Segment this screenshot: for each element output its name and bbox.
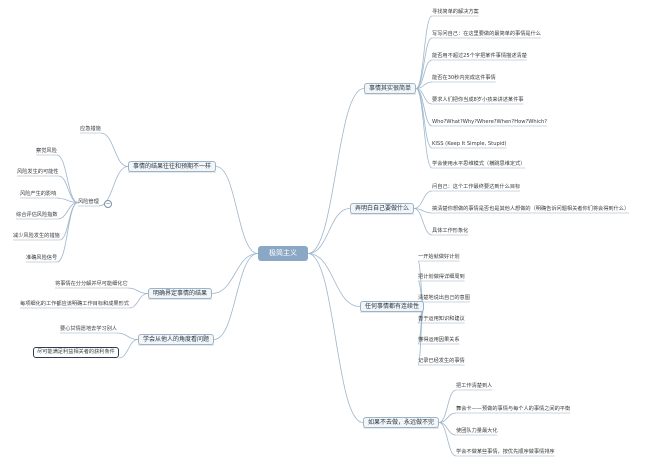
leaf-node[interactable]: 搞清楚你想做的事情是否也是其他人想做的（明确告诉问题相关者你们将会得到什么）: [432, 206, 630, 212]
branch-node-perspective[interactable]: 学会从他人的角度看问题: [138, 334, 215, 345]
leaf-node[interactable]: 懂得运用因果关系: [418, 337, 460, 343]
connector-sub-leaf: [56, 202, 79, 263]
connector-root-right: [307, 208, 351, 254]
connector-sub-leaf: [59, 202, 79, 241]
leaf-node[interactable]: 综合评估风险指数: [16, 212, 58, 218]
root-node[interactable]: 极简主义: [258, 246, 308, 261]
connector-hub-leaf: [127, 287, 149, 294]
leaf-node[interactable]: 善于运用知识和建议: [418, 316, 465, 322]
leaf-node[interactable]: Who?What?Why?Where?When?How?Which?: [432, 119, 548, 125]
connector-hub-leaf: [415, 59, 433, 89]
connector-sub-leaf: [56, 197, 79, 203]
connector-hub-leaf: [415, 15, 433, 89]
branch-node-continuity[interactable]: 任何事情都有连续性: [360, 301, 425, 312]
leaf-node[interactable]: 写写问自己：在这里要做的最简单的事情是什么: [432, 31, 541, 37]
connector-root-left: [215, 166, 259, 254]
leaf-node[interactable]: 寻找简单的解决方案: [432, 9, 479, 15]
connector-hub-leaf: [415, 88, 433, 149]
leaf-node[interactable]: 察觉风险: [36, 148, 57, 154]
leaf-node[interactable]: 每项细化的工作都应该明确工作目标和成果形式: [20, 301, 129, 307]
leaf-node[interactable]: 准确风险信号: [26, 255, 58, 261]
connector-hub-leaf: [413, 208, 433, 236]
leaf-node[interactable]: 风险发生的可能性: [17, 169, 59, 175]
connector-hub-leaf: [438, 422, 457, 457]
leaf-node[interactable]: 能否用不超过25个字把某件事情描述清楚: [432, 53, 527, 59]
leaf-node[interactable]: 学会不做某些事情，按优先顺序做事情排序: [456, 449, 555, 455]
leaf-node[interactable]: 问自己：这个工作最终要达到什么目标: [432, 184, 521, 190]
connector-hub-leaf: [118, 339, 139, 359]
connector-hub-leaf: [438, 422, 457, 436]
connector-sub-leaf: [56, 154, 79, 203]
leaf-node[interactable]: 应急措施: [80, 126, 101, 132]
connector-root-left: [212, 253, 259, 294]
collapse-toggle-icon[interactable]: −: [104, 200, 112, 208]
leaf-node[interactable]: 学会使用水平思维模式（横跳思维定式）: [432, 161, 526, 167]
leaf-node[interactable]: 把工作清楚到人: [456, 383, 493, 389]
connector-hub-leaf: [415, 81, 433, 89]
connector-hub-leaf: [128, 293, 149, 309]
leaf-node[interactable]: 使团队力量最大化: [456, 428, 498, 434]
leaf-node[interactable]: 清楚地说出自己的意图: [418, 295, 470, 301]
connector-hub-leaf: [415, 88, 433, 169]
branch-node-simple[interactable]: 事情其实很简单: [364, 83, 417, 94]
selected-leaf-node[interactable]: 尽可能满足利益相关者的获利条件: [33, 347, 119, 358]
branch-node-do-it[interactable]: 如果不去做，永远做不完: [363, 417, 440, 428]
leaf-node[interactable]: 把计划做得详细周到: [418, 274, 465, 280]
leaf-node[interactable]: 记录已经发生的事情: [418, 358, 465, 364]
connector-hub-leaf: [415, 37, 433, 89]
leaf-node[interactable]: 风险管理: [78, 199, 99, 205]
leaf-node[interactable]: 舞会卡——预做的事情与每个人的事情之间的平衡: [456, 406, 571, 412]
leaf-node[interactable]: 要心甘情愿地去学习别人: [60, 326, 118, 332]
branch-node-define-result[interactable]: 明确界定事情的结果: [148, 288, 213, 299]
leaf-node[interactable]: 风险产生的影响: [20, 191, 57, 197]
connector-hub-leaf: [98, 166, 129, 207]
leaf-node[interactable]: 具体工作形象化: [432, 228, 469, 234]
leaf-node[interactable]: 减少风险发生的措施: [13, 233, 60, 239]
leaf-node[interactable]: 能否在30秒内完成这件事情: [432, 75, 496, 81]
connector-root-right: [307, 253, 364, 423]
connector-root-left: [213, 253, 259, 340]
leaf-node[interactable]: 一开始就做好计划: [418, 254, 460, 260]
connector-hub-leaf: [438, 389, 457, 423]
connector-hub-leaf: [100, 132, 129, 167]
branch-node-unexpected[interactable]: 事情的结果往往和预期不一样: [128, 161, 217, 172]
connector-root-right: [307, 88, 365, 254]
connector-hub-leaf: [117, 332, 139, 340]
connector-root-right: [307, 253, 361, 307]
connector-sub-leaf: [58, 175, 79, 203]
connector-hub-leaf: [438, 412, 457, 423]
branch-node-goal[interactable]: 弄明白自己要做什么: [350, 203, 415, 214]
connector-hub-leaf: [413, 190, 433, 209]
leaf-node[interactable]: 要求人们把你当成8岁小孩来讲述某件事: [432, 97, 524, 103]
leaf-node[interactable]: KISS (Keep It Simple, Stupid): [432, 141, 507, 147]
leaf-node[interactable]: 将事情在分分解并尽可能细化它: [55, 281, 128, 287]
